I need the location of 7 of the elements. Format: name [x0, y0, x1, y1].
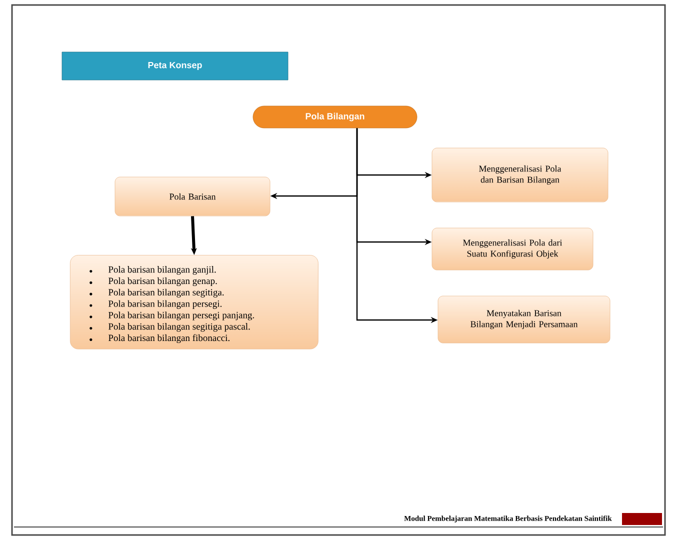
concept-box: Menggeneralisasi Pola dari Suatu Konfigurasi Objek	[432, 228, 594, 270]
concept-box: Menggeneralisasi Pola dan Barisan Bilangan	[432, 148, 608, 202]
list-box: Pola barisan bilangan ganjil. Pola barisan bilangan genap. Pola barisan bilangan segitiga. Pola barisan bilangan persegi. Pola barisan bilangan persegi panjang. Pola barisan bilangan segitiga pascal. Pola barisan bilangan fibonacci.	[70, 255, 318, 350]
root-node: Pola Bilangan	[252, 106, 418, 128]
banner: Peta Konsep	[62, 52, 288, 80]
concept-box: Menyatakan Barisan Bilangan Menjadi Persamaan	[438, 296, 610, 344]
concept-box: Pola Barisan	[114, 176, 270, 216]
